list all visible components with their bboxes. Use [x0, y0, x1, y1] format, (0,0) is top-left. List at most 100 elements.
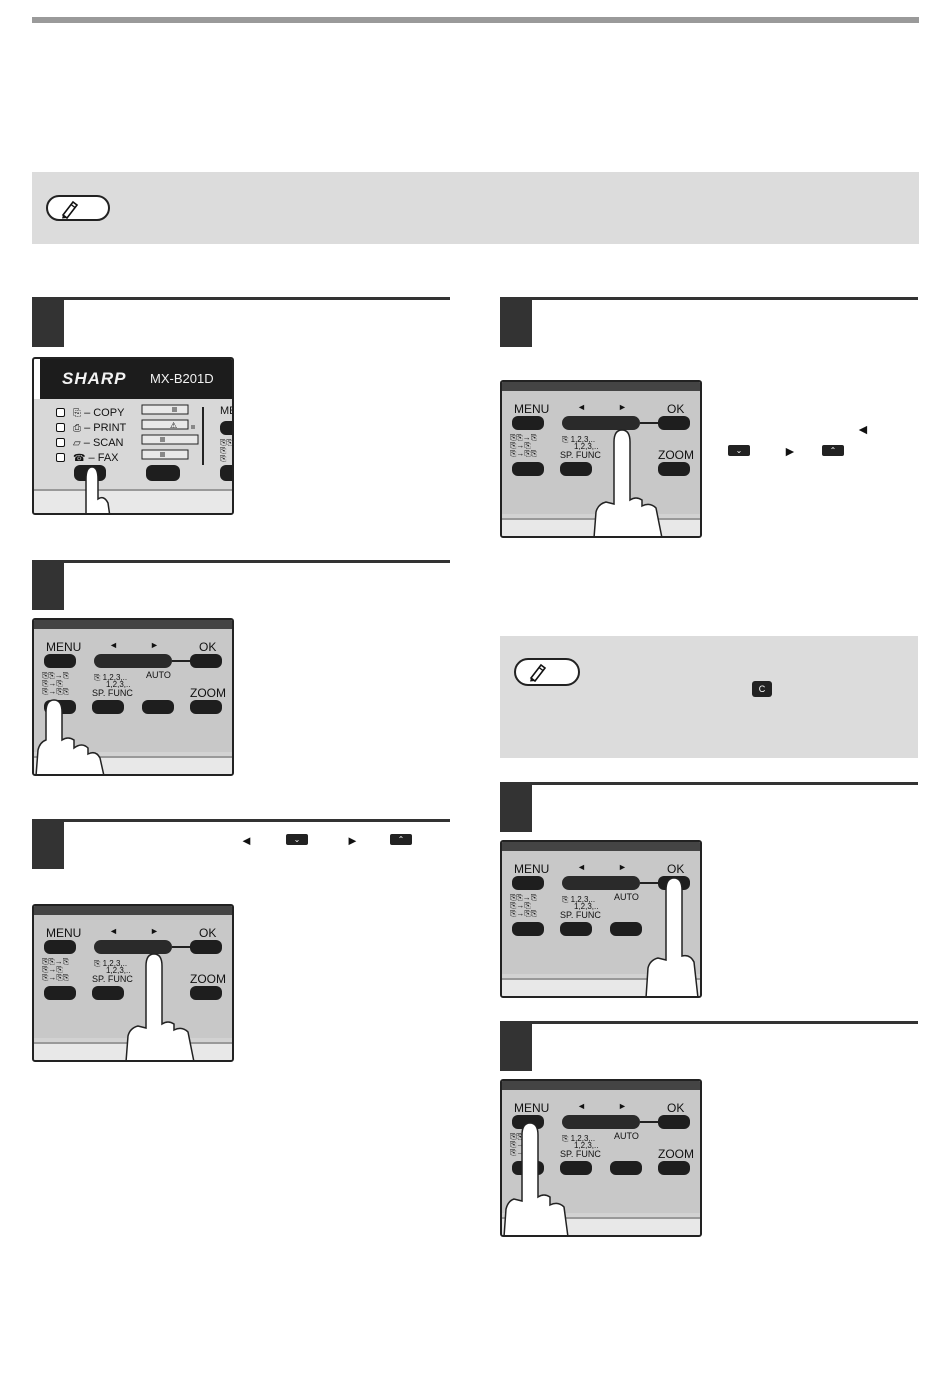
zoom-key[interactable] — [190, 986, 222, 1000]
brand-logo: SHARP — [62, 369, 127, 388]
sp-func-key[interactable] — [560, 1161, 592, 1175]
sort-marks-2: 1,2,3,.. — [574, 902, 599, 911]
duplex-icon: ⎘⎘→⎘⎘→⎘⎘→⎘⎘ — [510, 433, 538, 458]
sort-icon: ⎘ 1,2,3,.. — [94, 959, 128, 968]
mode-copy[interactable]: ⎘ – COPY — [56, 407, 124, 419]
pencil-icon — [529, 663, 547, 682]
zoom-key[interactable] — [658, 1161, 690, 1175]
sort-marks-2: 1,2,3,.. — [106, 966, 131, 975]
menu-key-label: MENU — [514, 862, 550, 876]
note-icon — [46, 195, 110, 221]
mode-fax[interactable]: ☎ – FAX — [56, 452, 119, 464]
control-panel-menu-select: MENU ◄ ► OK ⎘⎘→⎘⎘→⎘⎘→⎘⎘ ⎘ 1,2,3,.. 1,2,3… — [500, 380, 702, 538]
led-icon — [56, 453, 65, 462]
duplex-key[interactable] — [512, 922, 544, 936]
ok-key-label: OK — [667, 1101, 685, 1115]
arrow-keys[interactable] — [94, 654, 172, 668]
mode-label: – COPY — [84, 407, 125, 419]
scan-icon: ▱ — [73, 438, 81, 449]
step-2-number-block — [32, 563, 64, 610]
hand-pointer-icon — [85, 466, 111, 513]
led-icon — [56, 423, 65, 432]
right-arrow-label: ► — [618, 1101, 627, 1111]
left-arrow-label: ◄ — [577, 402, 586, 412]
right-arrow-label: ► — [618, 862, 627, 872]
ok-key[interactable] — [190, 940, 222, 954]
right-arrow-label: ► — [150, 640, 159, 650]
menu-key-label: MENU — [46, 926, 82, 940]
auto-label: AUTO — [146, 670, 171, 680]
mode-print[interactable]: ⎙ – PRINT — [56, 422, 126, 434]
menu-key[interactable] — [512, 876, 544, 890]
hand-pointer-icon — [503, 1122, 569, 1235]
ok-key[interactable] — [658, 416, 690, 430]
ok-key[interactable] — [190, 654, 222, 668]
sp-func-label: SP. FUNC — [560, 1149, 601, 1159]
menu-label-cut: ME — [220, 405, 232, 417]
left-arrow-label: ◄ — [109, 926, 118, 936]
ok-key-label: OK — [199, 640, 217, 654]
sp-func-label: SP. FUNC — [560, 450, 601, 460]
hand-pointer-icon — [645, 877, 699, 996]
sort-icon: ⎘ 1,2,3,.. — [94, 673, 128, 682]
step-1-rule — [32, 297, 450, 300]
status-key[interactable] — [146, 465, 180, 481]
mode-label: – SCAN — [83, 437, 124, 449]
hand-pointer-icon — [35, 699, 105, 774]
sp-func-key[interactable] — [92, 700, 124, 714]
mode-label: – PRINT — [84, 422, 127, 434]
pencil-icon — [61, 200, 79, 219]
control-panel-menu-exit: MENU ◄ ► OK ⎘⎘→⎘⎘→⎘⎘→⎘⎘ ⎘ 1,2,3,.. 1,2,3… — [500, 1079, 702, 1237]
down-key-icon: ⌄ — [728, 445, 750, 456]
note-box-right: C — [500, 636, 918, 758]
ok-key-label: OK — [199, 926, 217, 940]
zoom-label: ZOOM — [190, 972, 226, 986]
note-icon — [514, 658, 580, 686]
mode-scan[interactable]: ▱ – SCAN — [56, 437, 124, 449]
arrow-keys[interactable] — [562, 876, 640, 890]
key-partial[interactable] — [220, 421, 232, 435]
right-arrow-icon: ► — [346, 833, 359, 848]
step-6-number-block — [500, 1024, 532, 1071]
zoom-key[interactable] — [190, 700, 222, 714]
auto-key[interactable] — [142, 700, 174, 714]
hand-pointer-icon — [593, 429, 663, 536]
up-key-icon: ⌃ — [390, 834, 412, 845]
duplex-key[interactable] — [44, 986, 76, 1000]
copy-icon: ⎘ — [73, 408, 81, 419]
menu-key-label: MENU — [514, 1101, 550, 1115]
mode-label: – FAX — [88, 452, 119, 464]
ok-key[interactable] — [658, 1115, 690, 1129]
zoom-key[interactable] — [658, 462, 690, 476]
top-rule — [32, 17, 919, 23]
led-icon — [56, 408, 65, 417]
left-arrow-icon: ◄ — [240, 833, 253, 848]
control-panel-menu-press: MENU ◄ ► OK ⎘⎘→⎘⎘→⎘⎘→⎘⎘ ⎘ 1,2,3,.. 1,2,3… — [32, 618, 234, 776]
arrow-keys[interactable] — [562, 416, 640, 430]
sort-icon: ⎘ 1,2,3,.. — [562, 895, 596, 904]
auto-key[interactable] — [610, 922, 642, 936]
note-box-top — [32, 172, 919, 244]
sort-icon: ⎘ 1,2,3,.. — [562, 435, 596, 444]
right-arrow-label: ► — [150, 926, 159, 936]
auto-key[interactable] — [610, 1161, 642, 1175]
menu-key[interactable] — [512, 416, 544, 430]
sort-icon: ⎘ 1,2,3,.. — [562, 1134, 596, 1143]
key-partial-2[interactable] — [220, 465, 232, 481]
left-arrow-label: ◄ — [577, 1101, 586, 1111]
arrow-keys[interactable] — [94, 940, 172, 954]
menu-key[interactable] — [44, 654, 76, 668]
duplex-icon: ⎘⎘→⎘⎘→⎘⎘→⎘⎘ — [510, 893, 538, 918]
step-5-number-block — [500, 785, 532, 832]
sp-func-key[interactable] — [560, 462, 592, 476]
step-4-rule — [500, 297, 918, 300]
step-3-rule — [32, 819, 450, 822]
sp-func-key[interactable] — [560, 922, 592, 936]
control-panel-arrow-press: MENU ◄ ► OK ⎘⎘→⎘⎘→⎘⎘→⎘⎘ ⎘ 1,2,3,.. 1,2,3… — [32, 904, 234, 1062]
sp-func-key[interactable] — [92, 986, 124, 1000]
duplex-key[interactable] — [512, 462, 544, 476]
menu-key[interactable] — [44, 940, 76, 954]
zoom-label: ZOOM — [190, 686, 226, 700]
arrow-keys[interactable] — [562, 1115, 640, 1129]
step-1-number-block — [32, 300, 64, 347]
